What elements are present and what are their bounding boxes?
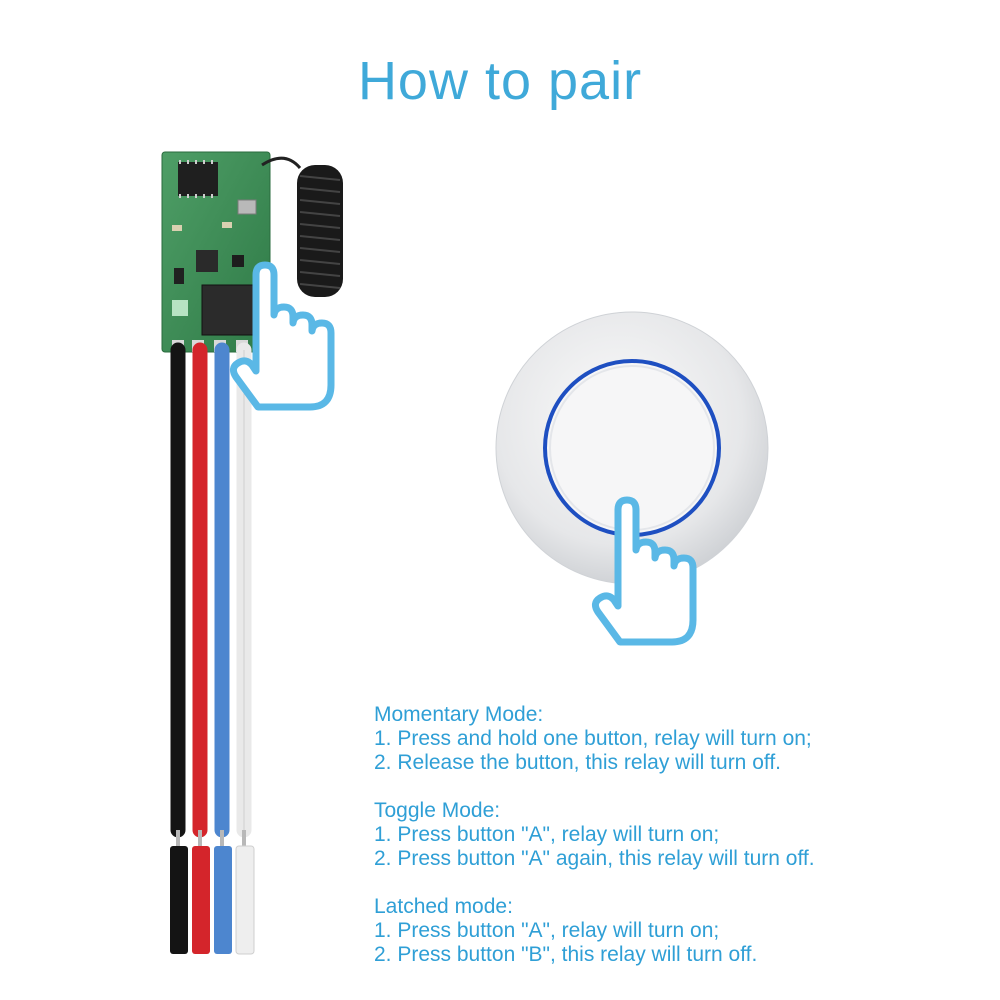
mode-step: 1. Press button "A", relay will turn on;	[374, 823, 720, 846]
mode-momentary: Momentary Mode: 1. Press and hold one bu…	[374, 703, 974, 775]
mode-step: 1. Press and hold one button, relay will…	[374, 727, 812, 750]
ic-chip	[178, 162, 218, 196]
mode-step: 1. Press button "A", relay will turn on;	[374, 919, 720, 942]
wires	[170, 342, 255, 955]
mode-step: 2. Press button "A" again, this relay wi…	[374, 847, 815, 870]
relay	[201, 284, 263, 336]
mode-step: 2. Release the button, this relay will t…	[374, 751, 781, 774]
instructions: Momentary Mode: 1. Press and hold one bu…	[374, 703, 974, 991]
hand-pointer-icon	[591, 496, 697, 646]
mode-toggle: Toggle Mode: 1. Press button "A", relay …	[374, 799, 974, 871]
receiver-module	[161, 151, 343, 955]
hand-pointer-icon	[229, 261, 335, 411]
page-title: How to pair	[357, 51, 643, 111]
mode-heading: Toggle Mode:	[374, 799, 501, 822]
coiled-antenna	[261, 156, 343, 297]
mode-step: 2. Press button "B", this relay will tur…	[374, 943, 758, 966]
mode-heading: Momentary Mode:	[374, 703, 544, 726]
mode-latched: Latched mode: 1. Press button "A", relay…	[374, 895, 974, 967]
mode-heading: Latched mode:	[374, 895, 513, 918]
